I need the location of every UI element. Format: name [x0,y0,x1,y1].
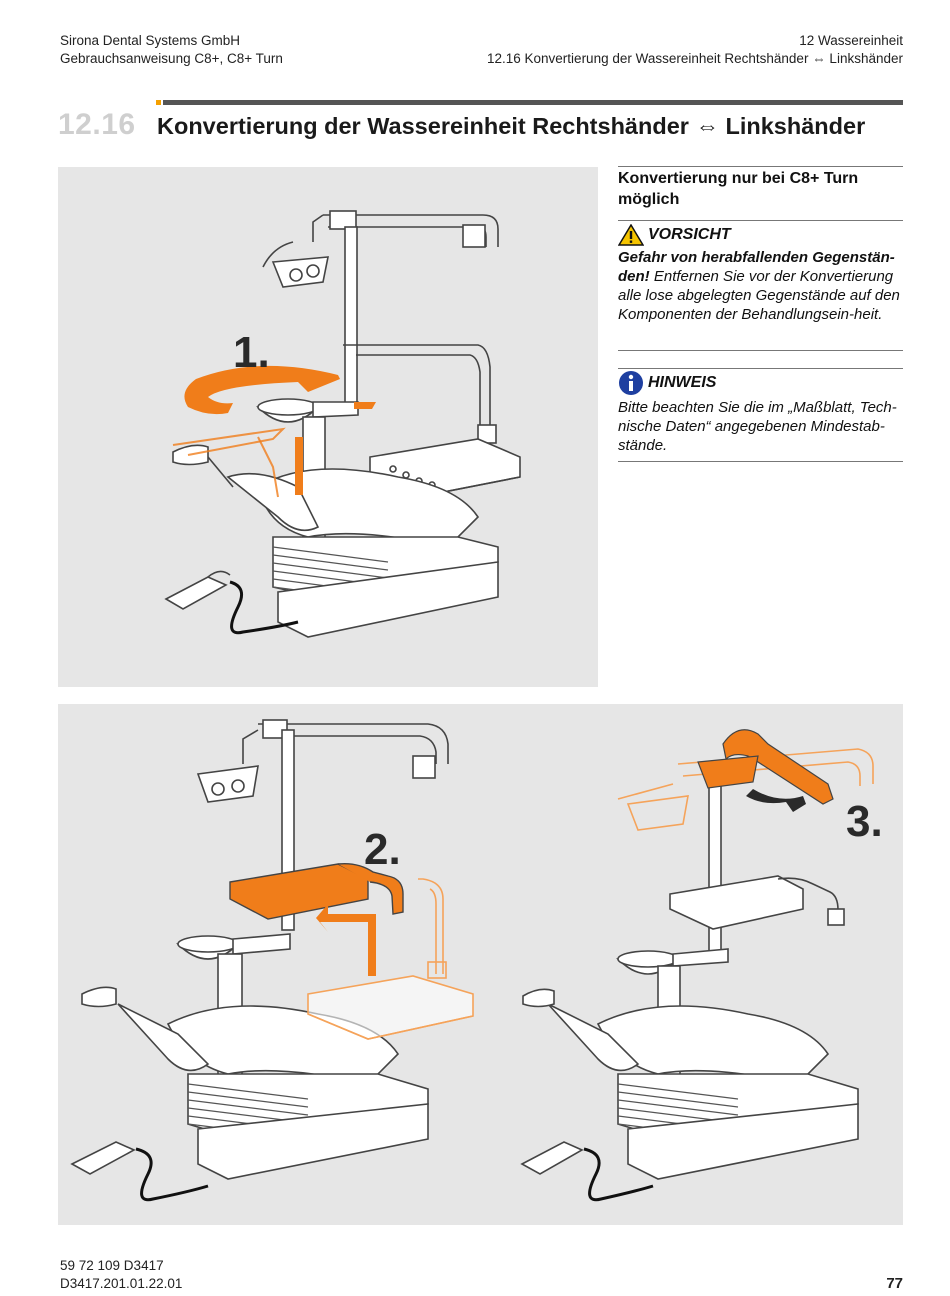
step-1-label: 1. [233,328,270,377]
dental-unit-illustration-1: 1. [164,210,521,638]
section-marker [156,100,161,105]
step-2-label: 2. [364,825,401,874]
step-3-label: 3. [846,797,883,846]
sidebar-rule-hint [618,368,903,369]
figure-step-1: 1. [58,167,598,687]
caution-body: Entfernen Sie vor der Konvertierung alle… [618,268,900,323]
caution-block: VORSICHT Gefahr von herabfallenden Gegen… [618,224,903,324]
page-number: 77 [886,1275,903,1292]
caution-emphasis: Gefahr von herabfallenden Gegenstän-den! [618,249,895,285]
document-code: D3417.201.01.22.01 [60,1276,183,1291]
hint-title: HINWEIS [648,374,717,391]
company-name: Sirona Dental Systems GmbH [60,33,241,48]
sidebar-rule-top [618,166,903,167]
hint-text: Bitte beachten Sie die im „Maßblatt, Tec… [618,399,897,454]
caution-text: Gefahr von herabfallenden Gegenstän-den!… [618,248,903,324]
sidebar-rule-bottom [618,461,903,462]
manual-title: Gebrauchsanweisung C8+, C8+ Turn [60,51,283,66]
figure-steps-2-3: 2. [58,704,903,1225]
hint-block: HINWEIS Bitte beachten Sie die im „Maßbl… [618,370,903,455]
running-header-left: Sirona Dental Systems GmbH Gebrauchsanwe… [60,32,283,68]
info-icon [619,371,643,395]
document-footer: 59 72 109 D3417 D3417.201.01.22.01 [60,1257,182,1293]
dental-unit-illustration-2-3: 2. [70,719,883,1202]
warning-triangle-icon [618,224,644,246]
sidebar-rule-mid [618,350,903,351]
chapter-title: 12 Wassereinheit [799,33,903,48]
running-header-right: 12 Wassereinheit 12.16 Konvertierung der… [487,32,903,68]
condition-note: Konvertierung nur bei C8+ Turn möglich [618,170,859,208]
section-rule [163,100,903,105]
section-title: Konvertierung der Wassereinheit Rechtshä… [157,113,866,139]
sidebar-rule-caution [618,220,903,221]
section-number: 12.16 [58,108,136,141]
document-number: 59 72 109 D3417 [60,1258,164,1273]
caution-title: VORSICHT [648,226,731,243]
section-reference: 12.16 Konvertierung der Wassereinheit Re… [487,51,903,66]
